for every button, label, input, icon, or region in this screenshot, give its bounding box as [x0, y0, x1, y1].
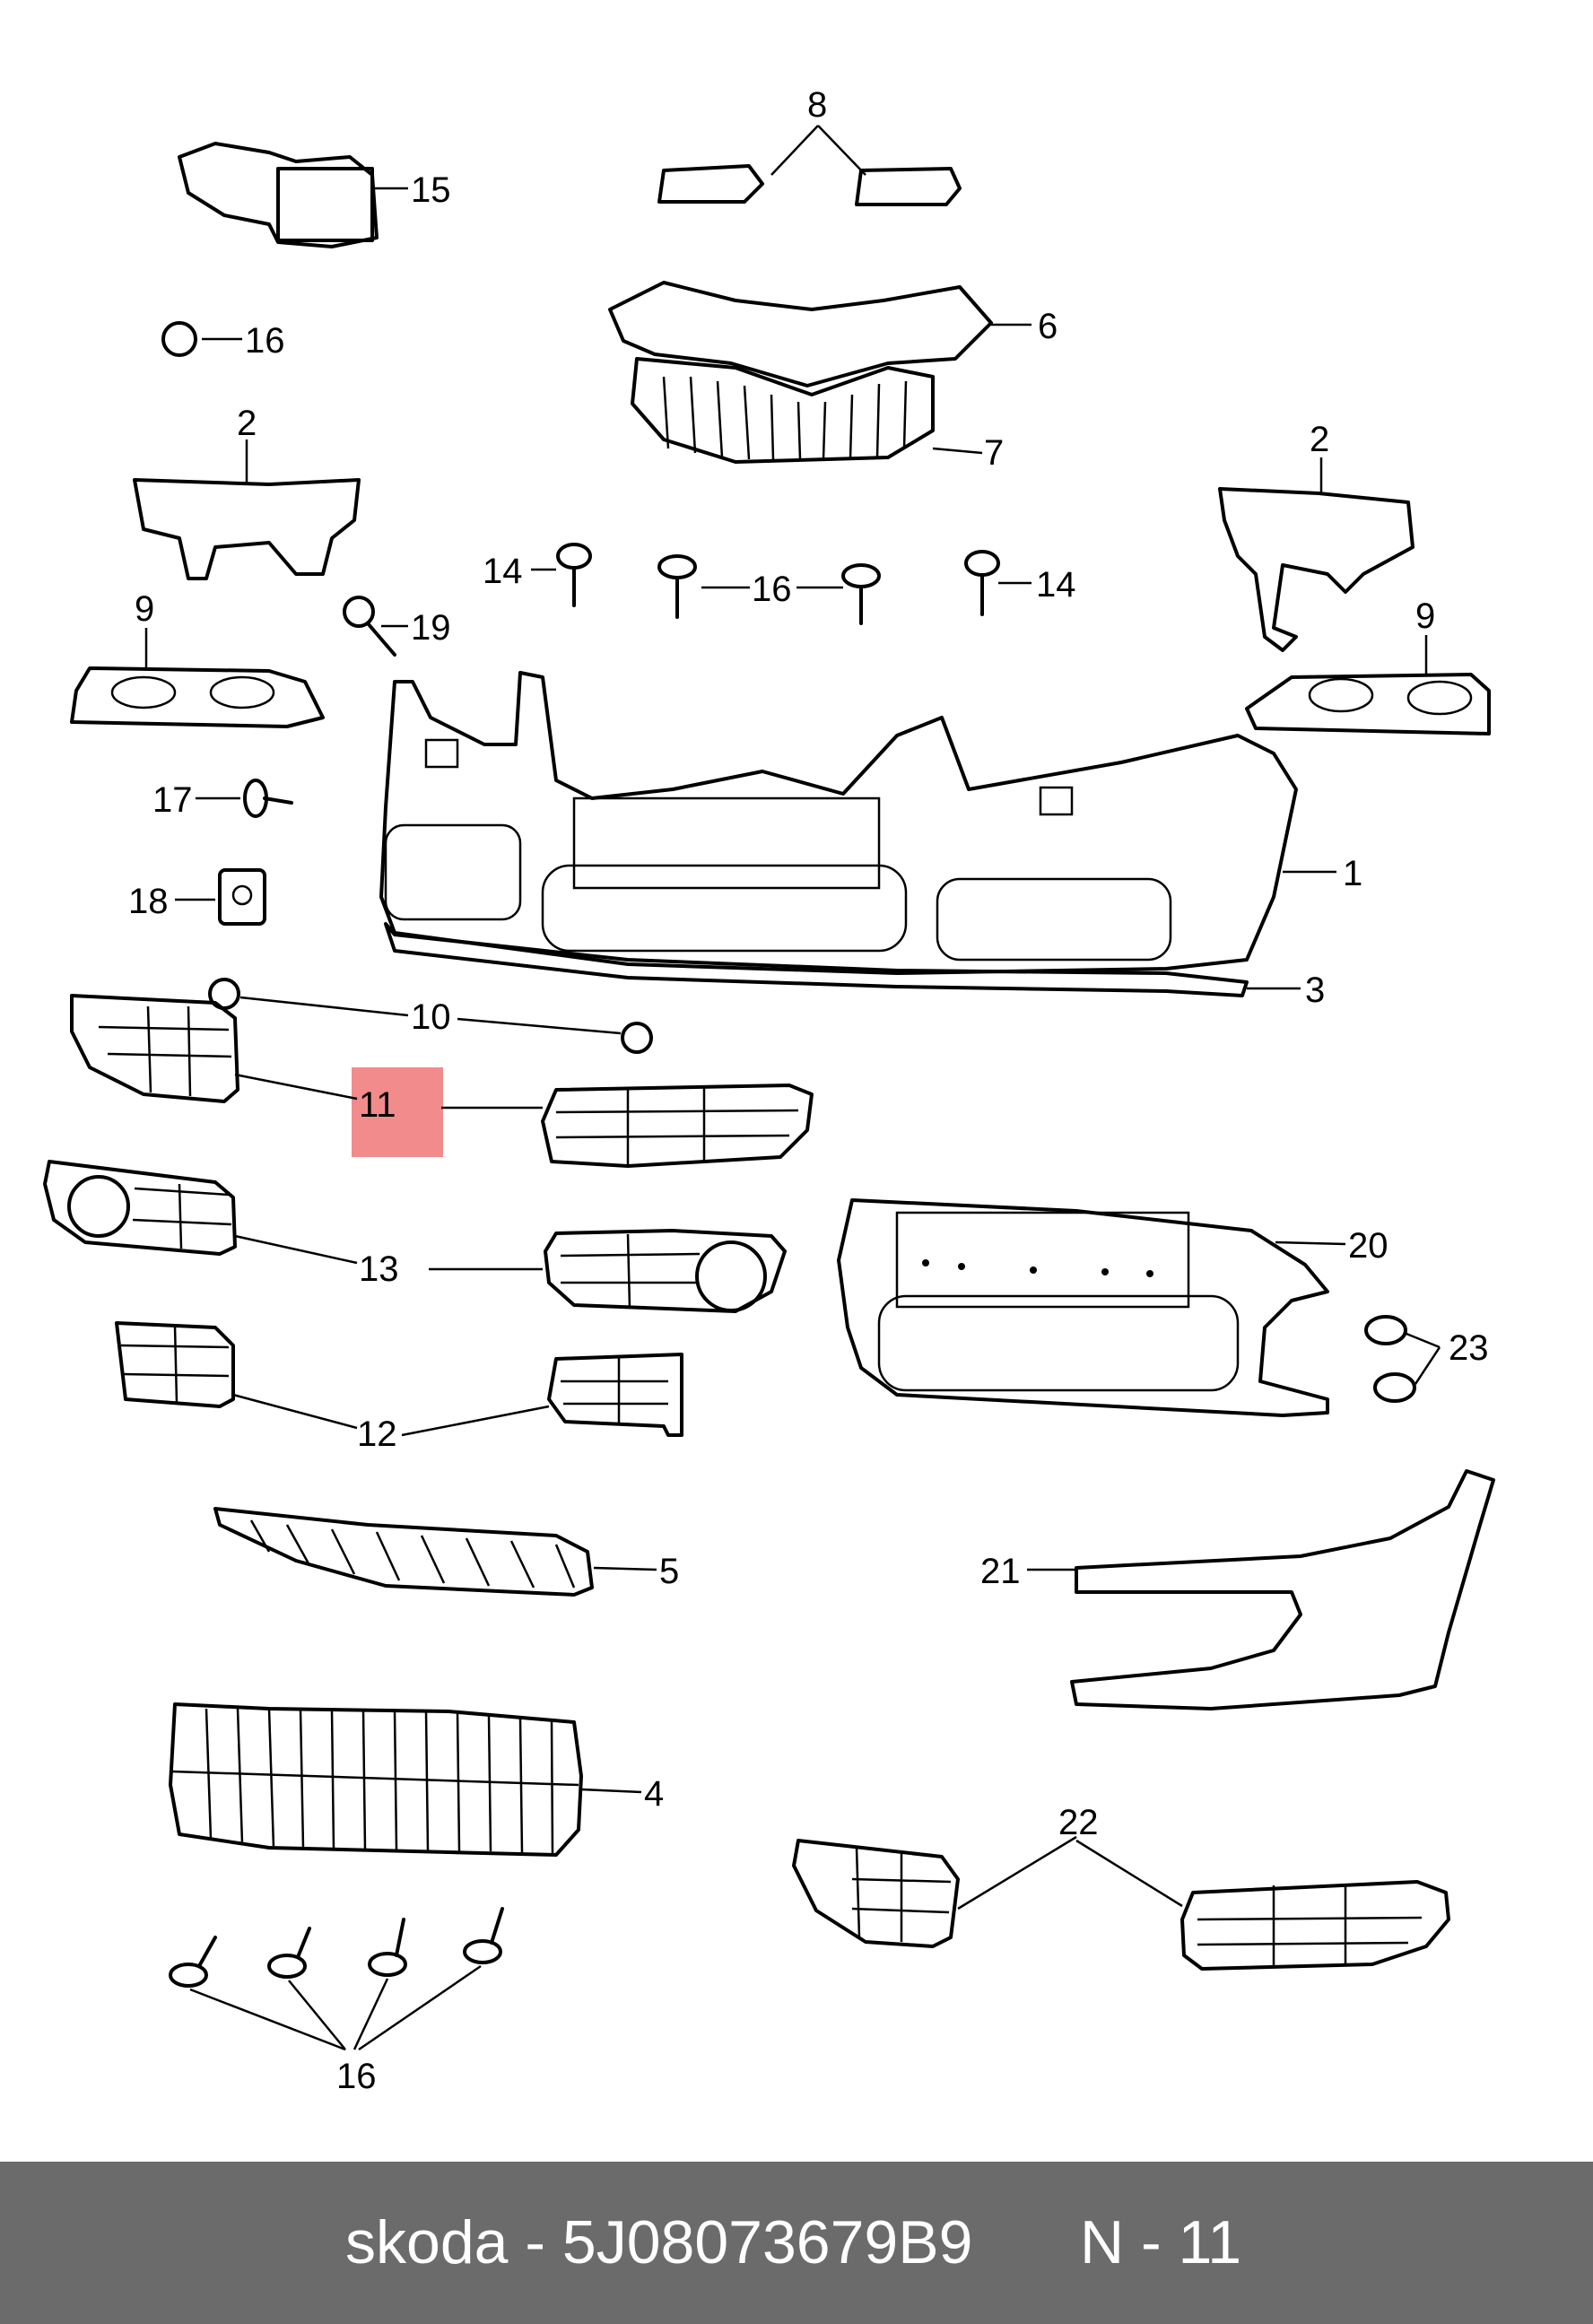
callout-10: 10: [411, 997, 451, 1037]
callout-16-top: 16: [245, 321, 285, 361]
callout-18: 18: [128, 882, 169, 921]
part-10-clips: [208, 978, 653, 1054]
callout-14-left: 14: [483, 552, 523, 591]
callout-9-left: 9: [135, 589, 154, 629]
callout-11: 11: [359, 1085, 396, 1125]
part-17-bolt: [196, 779, 293, 818]
part-22-grille-right: [1075, 1839, 1450, 1971]
callout-2-right: 2: [1310, 420, 1329, 459]
part-19-screw: [343, 596, 408, 657]
callout-15: 15: [411, 170, 451, 210]
part-4-center-grille: [169, 1702, 642, 1857]
part-13-fog-grille-left: [43, 1160, 358, 1265]
part-16-clip: [161, 321, 242, 357]
callout-17: 17: [152, 780, 193, 820]
part-11-grille-left: [70, 994, 358, 1103]
part-8-covers: [657, 125, 962, 206]
part-21-trim-strip: [1027, 1469, 1495, 1710]
callout-20: 20: [1348, 1226, 1388, 1266]
part-12-grille-right: [401, 1353, 683, 1437]
part-2-bracket-left: [133, 440, 361, 580]
part-7-grille: [631, 357, 983, 464]
callout-12: 12: [357, 1414, 397, 1454]
part-13-fog-grille-right: [429, 1229, 787, 1313]
part-14-screw-left: [531, 543, 592, 607]
highlight-11: [352, 1067, 443, 1157]
part-22-grille-left: [792, 1835, 1077, 1948]
callout-5: 5: [659, 1552, 679, 1591]
footer-bar: skoda - 5J08073679B9 N - 11: [0, 2162, 1593, 2324]
part-18-nut: [175, 868, 266, 926]
part-9-trim-left: [70, 628, 325, 728]
callout-6: 6: [1038, 307, 1058, 346]
callout-16-middle: 16: [752, 570, 792, 609]
footer-position: N - 11: [1080, 2208, 1242, 2276]
callout-13: 13: [359, 1249, 399, 1289]
callout-3: 3: [1305, 971, 1325, 1010]
part-3-spoiler: [384, 922, 1301, 997]
part-16-clips-bottom: [169, 1907, 504, 2051]
callout-21: 21: [980, 1552, 1021, 1591]
callout-7: 7: [984, 433, 1004, 473]
callout-14-right: 14: [1036, 565, 1076, 605]
callout-2-left: 2: [237, 404, 257, 443]
part-20-frame: [837, 1198, 1346, 1417]
callout-22: 22: [1058, 1803, 1099, 1842]
part-9-trim-right: [1245, 635, 1491, 735]
part-14-screw-right: [964, 550, 1032, 616]
callout-9-right: 9: [1415, 596, 1435, 636]
part-16-clips-middle: [657, 554, 881, 625]
callout-19: 19: [411, 608, 451, 648]
part-11-grille-right: [441, 1084, 814, 1168]
part-12-grille-left: [115, 1321, 358, 1430]
part-5-grille-strip: [213, 1507, 657, 1597]
part-15-bracket: [178, 142, 408, 248]
callout-8: 8: [807, 85, 827, 125]
callout-1: 1: [1343, 854, 1362, 893]
part-23-clips: [1364, 1315, 1441, 1403]
part-2-bracket-right: [1218, 457, 1415, 652]
callout-16-bottom: 16: [336, 2057, 377, 2096]
part-1-bumper: [379, 671, 1336, 975]
part-6-carrier: [608, 281, 1032, 387]
footer-part-number: skoda - 5J08073679B9: [345, 2208, 973, 2276]
callout-4: 4: [644, 1774, 664, 1814]
callout-23: 23: [1449, 1328, 1489, 1368]
parts-diagram: 15 16 8 6 7 2: [43, 85, 1495, 2096]
